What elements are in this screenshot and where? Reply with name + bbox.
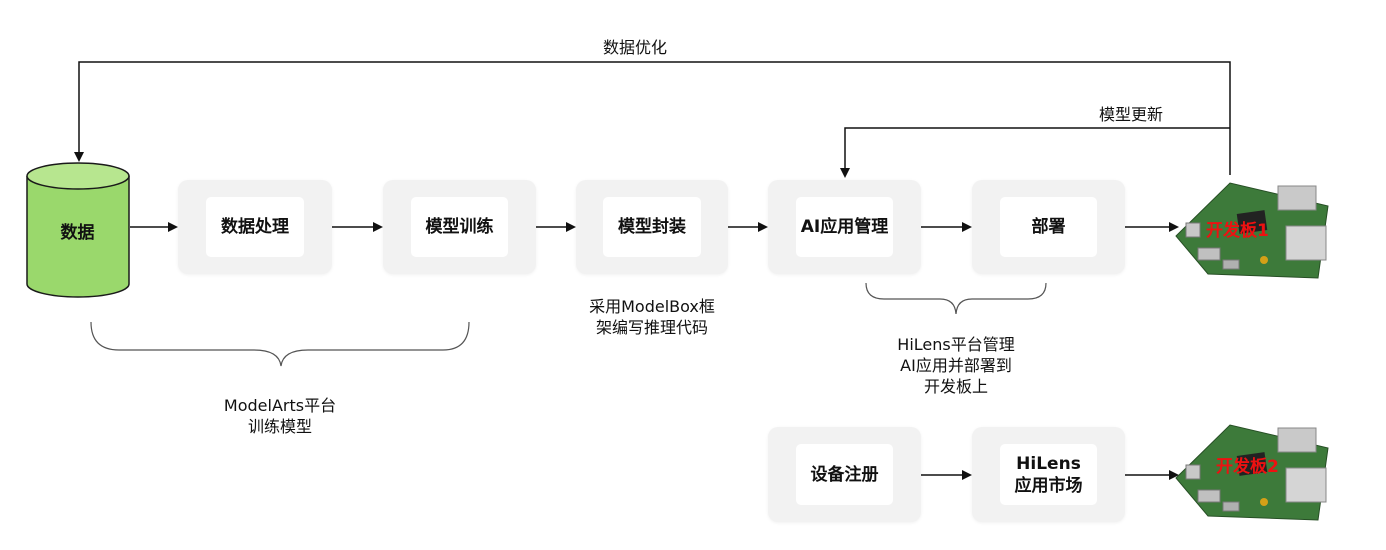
data-processing-box[interactable]: 数据处理 (178, 180, 332, 274)
brace-modelarts (90, 321, 470, 367)
hilens-app-market-label: HiLens 应用市场 (1014, 453, 1083, 496)
data-optimization-label: 数据优化 (602, 38, 667, 57)
modelbox-annotation: 采用ModelBox框 架编写推理代码 (589, 297, 715, 337)
hilens-app-market-box[interactable]: HiLens 应用市场 (972, 427, 1125, 522)
data-processing-label: 数据处理 (221, 217, 289, 237)
model-training-box[interactable]: 模型训练 (383, 180, 536, 274)
dev-board-1-image (1175, 182, 1329, 279)
dev-board-2-image (1175, 424, 1329, 521)
model-update-label: 模型更新 (1098, 105, 1163, 124)
ai-app-management-box[interactable]: AI应用管理 (768, 180, 921, 274)
brace-hilens (865, 282, 1047, 315)
device-registration-box[interactable]: 设备注册 (768, 427, 921, 522)
model-packaging-box[interactable]: 模型封装 (576, 180, 728, 274)
dev-board-1-label: 开发板1 (1206, 221, 1269, 241)
hilens-annotation: HiLens平台管理 AI应用并部署到 开发板上 (897, 335, 1015, 396)
model-packaging-label: 模型封装 (618, 217, 686, 237)
dev-board-2-label: 开发板2 (1216, 457, 1279, 477)
modelarts-annotation: ModelArts平台 训练模型 (223, 396, 337, 436)
ai-app-management-label: AI应用管理 (800, 217, 889, 237)
database-cylinder (26, 162, 130, 298)
device-registration-label: 设备注册 (810, 464, 879, 485)
model-training-label: 模型训练 (425, 217, 494, 237)
deploy-label: 部署 (1031, 217, 1066, 237)
database-label: 数据 (60, 223, 95, 243)
model-update-loop (840, 127, 1230, 178)
data-optimization-loop (74, 61, 1231, 175)
deploy-box[interactable]: 部署 (972, 180, 1125, 274)
